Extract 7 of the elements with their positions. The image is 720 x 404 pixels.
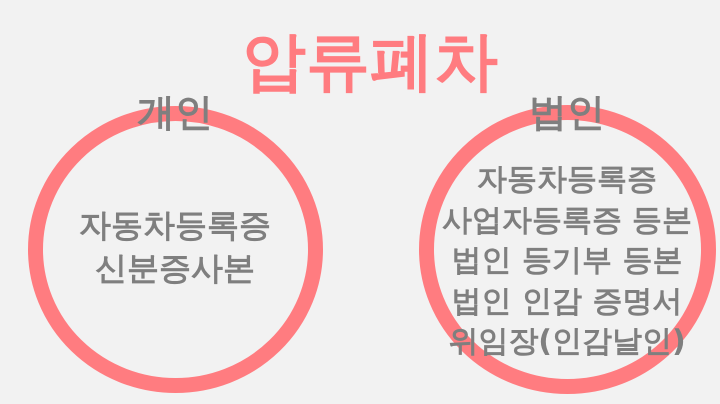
document-name: 법인 인감 증명서	[452, 286, 682, 316]
document-name: 법인 등기부 등본	[452, 246, 682, 276]
title: 압류폐차	[242, 30, 498, 94]
document-name: 자동차등록증	[79, 209, 271, 241]
document-name: 자동차등록증	[477, 165, 657, 195]
document-name: 신분증사본	[95, 252, 255, 284]
document-name: 사업자등록증 등본	[442, 206, 692, 236]
